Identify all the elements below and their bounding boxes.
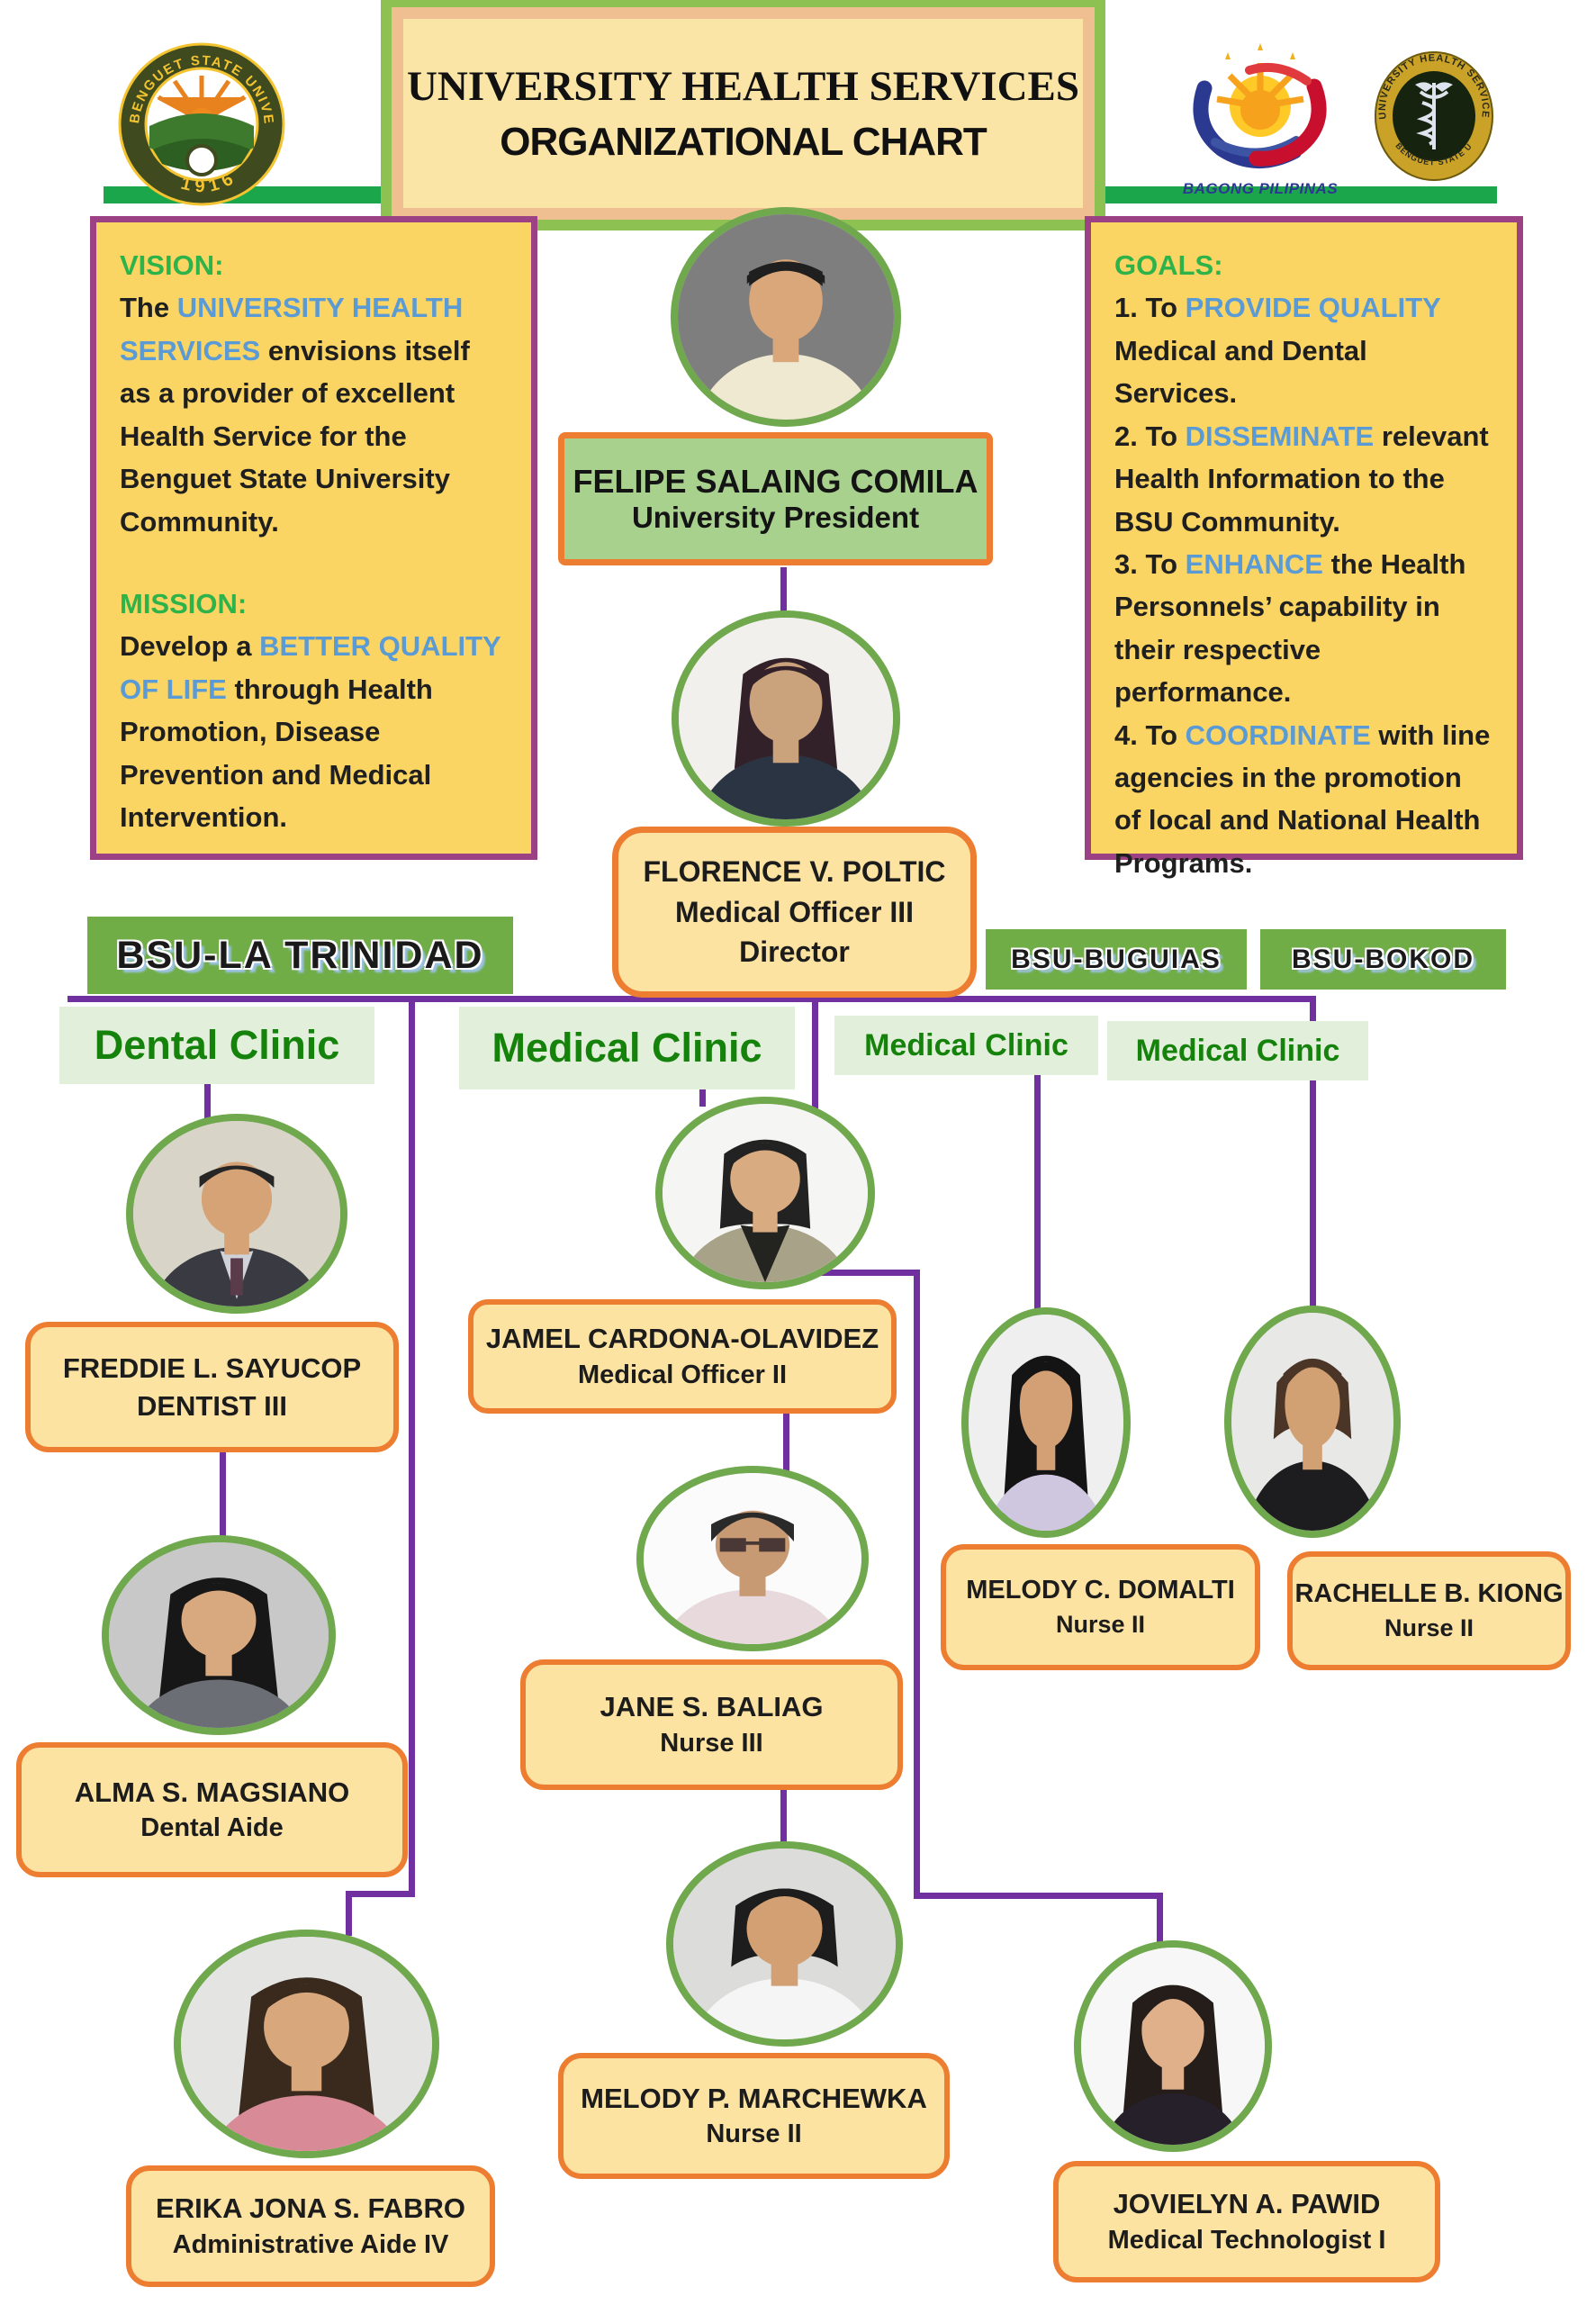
sayucop-photo: [126, 1114, 347, 1314]
marchewka-title: Nurse II: [706, 2120, 802, 2149]
campus-bokod: BSU-BOKOD: [1260, 929, 1506, 990]
baliag-namebox: JANE S. BALIAG Nurse III: [520, 1659, 903, 1790]
kiong-name: RACHELLE B. KIONG: [1294, 1579, 1564, 1609]
domalti-title: Nurse II: [1055, 1611, 1146, 1639]
goal-item-2: 2. To DISSEMINATE relevant Health Inform…: [1114, 420, 1489, 538]
pawid-name: JOVIELYN A. PAWID: [1113, 2188, 1381, 2219]
president-title: University President: [631, 501, 920, 534]
olavidez-namebox: JAMEL CARDONA-OLAVIDEZ Medical Officer I…: [468, 1299, 897, 1414]
sayucop-title: DENTIST III: [136, 1389, 288, 1422]
clinic-medical-buguias: Medical Clinic: [834, 1016, 1098, 1075]
domalti-namebox: MELODY C. DOMALTI Nurse II: [941, 1544, 1260, 1670]
baliag-title: Nurse III: [660, 1728, 763, 1758]
president-name: FELIPE SALAING COMILA: [573, 463, 978, 500]
mission-heading: MISSION:: [120, 587, 248, 619]
baliag-name: JANE S. BALIAG: [600, 1691, 824, 1722]
olavidez-name: JAMEL CARDONA-OLAVIDEZ: [485, 1323, 879, 1354]
connector-branch-left-horizontal: [346, 1891, 415, 1897]
campus-la-trinidad: BSU-LA TRINIDAD: [87, 917, 513, 994]
uhs-seal-icon: UNIVERSITY HEALTH SERVICES BENGUET STATE…: [1363, 37, 1501, 187]
goals-heading: GOALS:: [1114, 249, 1223, 281]
campus-la-trinidad-label: BSU-LA TRINIDAD: [116, 933, 484, 977]
vision-heading: VISION:: [120, 249, 224, 281]
sayucop-namebox: FREDDIE L. SAYUCOP DENTIST III: [25, 1322, 399, 1452]
vision-mission-panel: VISION: The UNIVERSITY HEALTH SERVICES e…: [90, 216, 537, 860]
connector-trunk: [68, 996, 1316, 1002]
clinic-dental: Dental Clinic: [59, 1007, 374, 1084]
connector-medlt-olavidez: [699, 1087, 706, 1107]
pawid-photo: [1074, 1940, 1272, 2152]
connector-branch-right-horizontal: [914, 1893, 1163, 1899]
kiong-title: Nurse II: [1384, 1614, 1474, 1642]
clinic-medical-buguias-label: Medical Clinic: [864, 1027, 1069, 1062]
bsu-university-seal-icon: BENGUET STATE UNIVERSITY 1916: [101, 26, 297, 211]
director-photo: [672, 610, 900, 827]
fabro-photo: [174, 1930, 439, 2158]
bagong-pilipinas-label: BAGONG PILIPINAS: [1182, 180, 1339, 197]
sayucop-name: FREDDIE L. SAYUCOP: [62, 1351, 362, 1384]
magsiano-title: Dental Aide: [140, 1813, 284, 1843]
connector-bokod-kiong: [1310, 996, 1316, 1311]
campus-bokod-label: BSU-BOKOD: [1292, 944, 1474, 974]
connector-buguias-domalti: [1034, 1071, 1041, 1313]
baliag-photo: [636, 1466, 869, 1651]
connector-president-director: [780, 567, 787, 612]
magsiano-namebox: ALMA S. MAGSIANO Dental Aide: [16, 1742, 408, 1877]
connector-branch-right-jog: [812, 1270, 920, 1276]
president-photo: [671, 207, 901, 427]
director-title2: Director: [739, 936, 850, 969]
chart-title-line1: UNIVERSITY HEALTH SERVICES: [406, 63, 1080, 110]
mission-text: Develop a BETTER QUALITY OF LIFE through…: [120, 630, 501, 834]
goal-item-4: 4. To COORDINATE with line agencies in t…: [1114, 719, 1491, 879]
connector-sayucop-magsiano: [220, 1448, 226, 1541]
olavidez-photo: [655, 1097, 875, 1289]
magsiano-name: ALMA S. MAGSIANO: [74, 1776, 350, 1808]
connector-olavidez-baliag: [783, 1410, 789, 1482]
marchewka-name: MELODY P. MARCHEWKA: [581, 2082, 927, 2114]
clinic-medical-la-trinidad: Medical Clinic: [459, 1007, 795, 1089]
marchewka-namebox: MELODY P. MARCHEWKA Nurse II: [558, 2053, 950, 2179]
magsiano-photo: [102, 1535, 336, 1735]
president-namebox: FELIPE SALAING COMILA University Preside…: [558, 432, 993, 565]
campus-buguias-label: BSU-BUGUIAS: [1011, 944, 1222, 974]
clinic-medical-lt-label: Medical Clinic: [491, 1025, 762, 1071]
connector-branch-left-drop-fabro: [346, 1891, 352, 1936]
goal-item-1: 1. To PROVIDE QUALITY Medical and Dental…: [1114, 292, 1441, 410]
campus-buguias: BSU-BUGUIAS: [986, 929, 1247, 990]
director-name: FLORENCE V. POLTIC: [643, 854, 946, 888]
chart-title-box: UNIVERSITY HEALTH SERVICES ORGANIZATIONA…: [392, 7, 1095, 220]
connector-branch-left-vertical: [409, 996, 415, 1897]
connector-branch-right-vertical-lower: [914, 1270, 920, 1899]
domalti-name: MELODY C. DOMALTI: [966, 1576, 1235, 1605]
goals-panel: GOALS: 1. To PROVIDE QUALITY Medical and…: [1085, 216, 1523, 879]
clinic-dental-label: Dental Clinic: [94, 1022, 340, 1068]
fabro-title: Administrative Aide IV: [172, 2229, 449, 2259]
domalti-photo: [961, 1307, 1131, 1538]
chart-title-line2: ORGANIZATIONAL CHART: [500, 120, 987, 164]
clinic-medical-bokod-label: Medical Clinic: [1135, 1033, 1340, 1068]
fabro-name: ERIKA JONA S. FABRO: [156, 2192, 465, 2224]
connector-branch-right-drop-pawid: [1157, 1893, 1163, 1945]
director-title: Medical Officer III: [675, 895, 914, 928]
marchewka-photo: [666, 1841, 903, 2047]
pawid-namebox: JOVIELYN A. PAWID Medical Technologist I: [1053, 2161, 1440, 2282]
kiong-namebox: RACHELLE B. KIONG Nurse II: [1287, 1551, 1571, 1670]
kiong-photo: [1224, 1306, 1401, 1538]
vision-text: The UNIVERSITY HEALTH SERVICES envisions…: [120, 292, 470, 538]
goal-item-3: 3. To ENHANCE the Health Personnels’ cap…: [1114, 547, 1466, 709]
bagong-pilipinas-logo: BAGONG PILIPINAS: [1170, 36, 1350, 198]
olavidez-title: Medical Officer II: [577, 1360, 788, 1389]
connector-dental-sayucop: [204, 1080, 211, 1120]
clinic-medical-bokod: Medical Clinic: [1107, 1021, 1368, 1080]
connector-baliag-marchewka: [780, 1786, 787, 1848]
pawid-title: Medical Technologist I: [1107, 2225, 1386, 2255]
fabro-namebox: ERIKA JONA S. FABRO Administrative Aide …: [126, 2165, 495, 2287]
director-namebox: FLORENCE V. POLTIC Medical Officer III D…: [612, 827, 977, 998]
